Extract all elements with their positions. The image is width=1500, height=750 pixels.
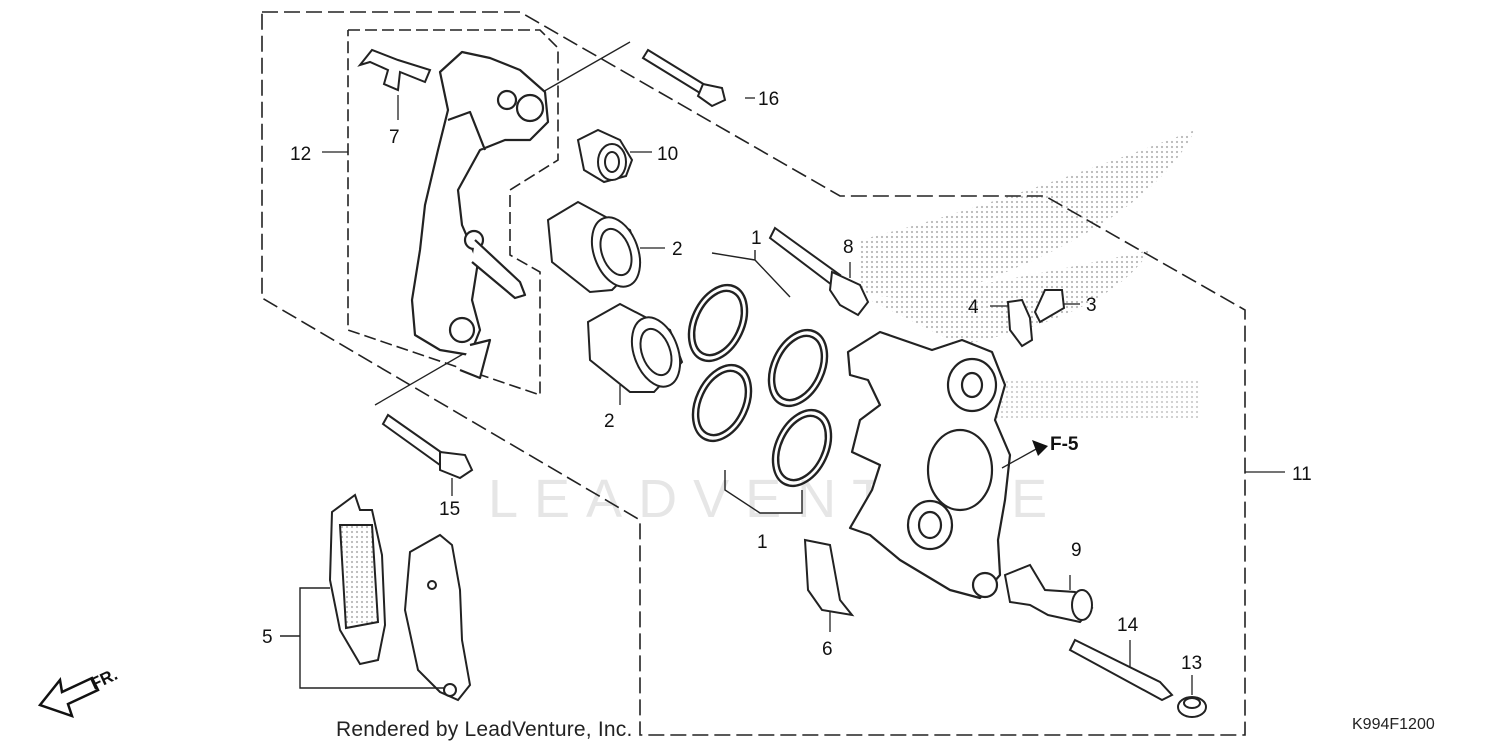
pad-retainer-part-6	[803, 538, 855, 617]
slide-pin-part-8	[768, 226, 870, 317]
f5-arrow	[1032, 440, 1048, 456]
callout-10: 10	[657, 144, 678, 165]
callout-3: 3	[1086, 295, 1097, 316]
pad-spring-part-7	[357, 48, 432, 92]
dust-boot-part-10	[576, 128, 634, 184]
callout-14: 14	[1117, 615, 1139, 636]
bolt-part-16	[641, 48, 727, 108]
callout-5: 5	[262, 627, 273, 648]
callout-16: 16	[758, 89, 779, 110]
callout-2-upper: 2	[672, 239, 683, 260]
caliper-pin-part-14	[1068, 638, 1174, 702]
bleed-screw-part-3	[1033, 289, 1066, 324]
leader-1-upper	[711, 250, 791, 298]
caliper-bracket	[410, 50, 550, 380]
callout-4: 4	[968, 297, 979, 318]
callout-8: 8	[843, 237, 854, 258]
caliper-body	[846, 330, 1012, 600]
callout-9: 9	[1071, 540, 1082, 561]
piston-seal-set-part-1	[687, 283, 833, 488]
callout-13: 13	[1181, 653, 1202, 674]
assembly-outline-11	[261, 11, 1246, 736]
bleeder-cap-part-4	[1006, 298, 1034, 348]
diagram-code: K994F1200	[1352, 716, 1435, 733]
callout-1-upper: 1	[751, 228, 762, 249]
reference-f5: F-5	[1050, 434, 1079, 455]
piston-part-2-lower	[586, 302, 684, 393]
assembly-outline-12	[347, 29, 559, 397]
front-direction-arrow	[37, 676, 100, 719]
rendered-by-credit: Rendered by LeadVenture, Inc.	[336, 718, 633, 741]
callout-15: 15	[439, 499, 460, 520]
leader-15-bracket	[374, 349, 471, 406]
honda-wing-logo	[860, 130, 1200, 418]
callout-6: 6	[822, 639, 833, 660]
piston-part-2-upper	[546, 200, 642, 294]
callout-12: 12	[290, 144, 311, 165]
pin-boot-part-9	[1003, 563, 1094, 624]
leader-5	[299, 587, 445, 689]
leader-f5	[1001, 447, 1039, 469]
callout-7: 7	[389, 127, 400, 148]
callout-1-lower: 1	[757, 532, 768, 553]
callout-2-lower: 2	[604, 411, 615, 432]
callout-11: 11	[1292, 464, 1312, 485]
pin-cap-part-13	[1177, 696, 1207, 718]
leader-1-lower	[724, 470, 803, 514]
brake-pad-part-5-b	[403, 533, 472, 702]
bolt-part-15	[381, 413, 474, 480]
brake-pad-part-5-a	[328, 493, 387, 666]
